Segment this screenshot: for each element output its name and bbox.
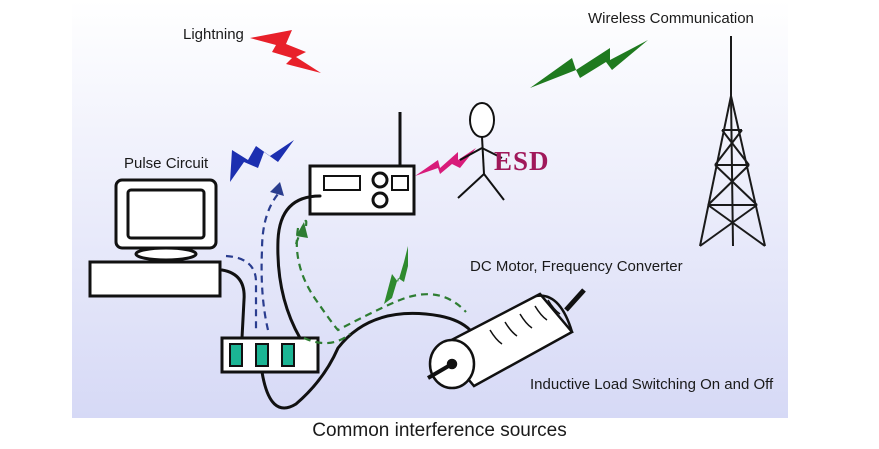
lightning-bolt-icon [250,30,321,73]
pulse-label: Pulse Circuit [124,155,209,172]
motor-icon [426,288,586,390]
radio-tower-icon [699,36,766,247]
wireless-bolt-icon [530,40,648,88]
coupling-arrows [270,182,308,238]
field-bolt-icon [384,246,408,304]
cables [220,194,472,410]
lightning-label: Lightning [183,26,244,43]
coupling-paths [225,193,467,345]
radio-device-icon [308,112,416,216]
inductive-label: Inductive Load Switching On and Off [530,376,774,393]
esd-bolt-icon [415,148,476,176]
stick-person-icon [457,102,505,201]
terminal-block-icon [220,336,320,374]
pulse-bolt-icon [230,140,294,182]
motor-label: DC Motor, Frequency Converter [470,258,683,275]
wireless-label: Wireless Communication [588,10,754,27]
esd-label: ESD [494,146,550,176]
caption: Common interference sources [312,420,567,441]
computer-monitor-icon [88,178,222,298]
